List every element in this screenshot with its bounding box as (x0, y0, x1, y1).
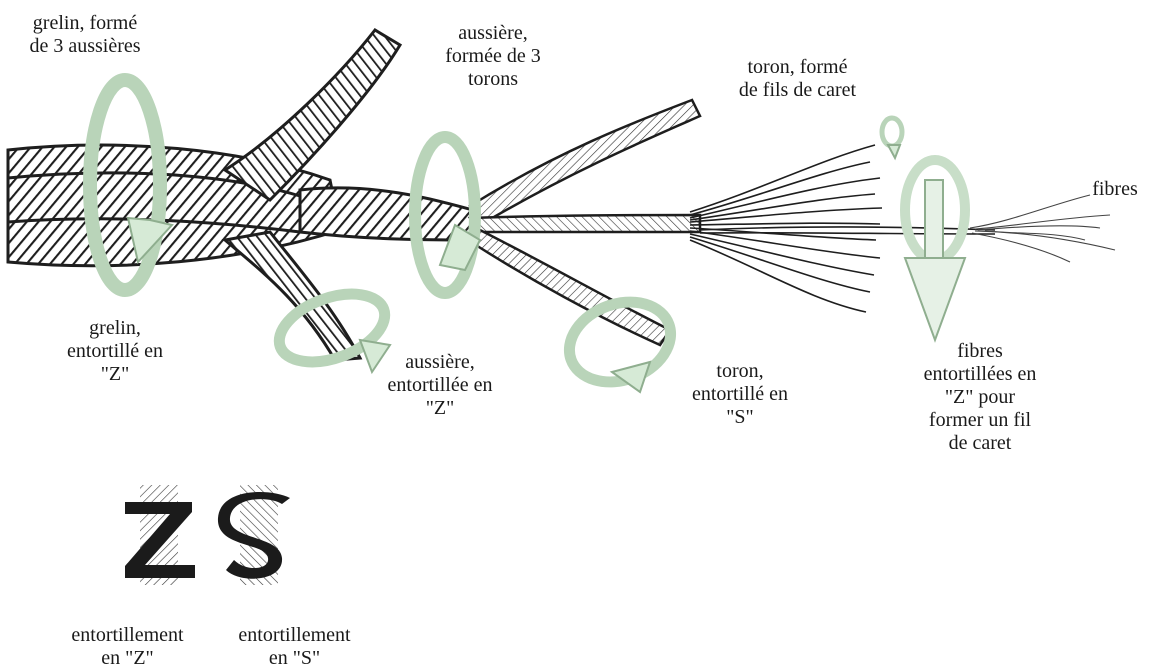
label-line: formée de 3 (428, 45, 558, 68)
label-fibres: fibres (1085, 178, 1145, 201)
label-line: entortillement (45, 624, 210, 647)
label-line: entortillée en (355, 374, 525, 397)
label-toron-twist: toron, entortillé en "S" (660, 360, 820, 429)
label-line: torons (428, 68, 558, 91)
label-line: "S" (660, 406, 820, 429)
toron-strands (468, 100, 700, 345)
label-line: "Z" (25, 363, 205, 386)
label-line: entortillement (212, 624, 377, 647)
s-twist-glyph (218, 485, 290, 585)
label-toron-structure: toron, formé de fils de caret (715, 56, 880, 102)
label-line: fibres (1085, 178, 1145, 201)
z-twist-glyph (125, 485, 195, 585)
twist-arrow-yarn-small (882, 118, 902, 158)
label-line: former un fil (895, 409, 1065, 432)
label-line: toron, formé (715, 56, 880, 79)
label-aussiere-twist: aussière, entortillée en "Z" (355, 351, 525, 420)
label-line: aussière, (428, 22, 558, 45)
label-line: de 3 aussières (10, 35, 160, 58)
label-line: fibres (895, 340, 1065, 363)
label-line: aussière, (355, 351, 525, 374)
label-grelin-structure: grelin, formé de 3 aussières (10, 12, 160, 58)
twist-arrow-fibres (905, 160, 965, 340)
label-line: entortillées en (895, 363, 1065, 386)
label-line: grelin, formé (10, 12, 160, 35)
label-line: de fils de caret (715, 79, 880, 102)
label-line: de caret (895, 432, 1065, 455)
label-fibres-twist: fibres entortillées en "Z" pour former u… (895, 340, 1065, 455)
label-twist-z: entortillement en "Z" (45, 624, 210, 670)
label-line: en "S" (212, 647, 377, 670)
fibres (970, 195, 1115, 262)
label-line: "Z" (355, 397, 525, 420)
label-twist-s: entortillement en "S" (212, 624, 377, 670)
label-line: en "Z" (45, 647, 210, 670)
label-line: grelin, (25, 317, 205, 340)
label-line: toron, (660, 360, 820, 383)
label-line: "Z" pour (895, 386, 1065, 409)
label-line: entortillé en (660, 383, 820, 406)
label-aussiere-structure: aussière, formée de 3 torons (428, 22, 558, 91)
label-line: entortillé en (25, 340, 205, 363)
label-grelin-twist: grelin, entortillé en "Z" (25, 317, 205, 386)
